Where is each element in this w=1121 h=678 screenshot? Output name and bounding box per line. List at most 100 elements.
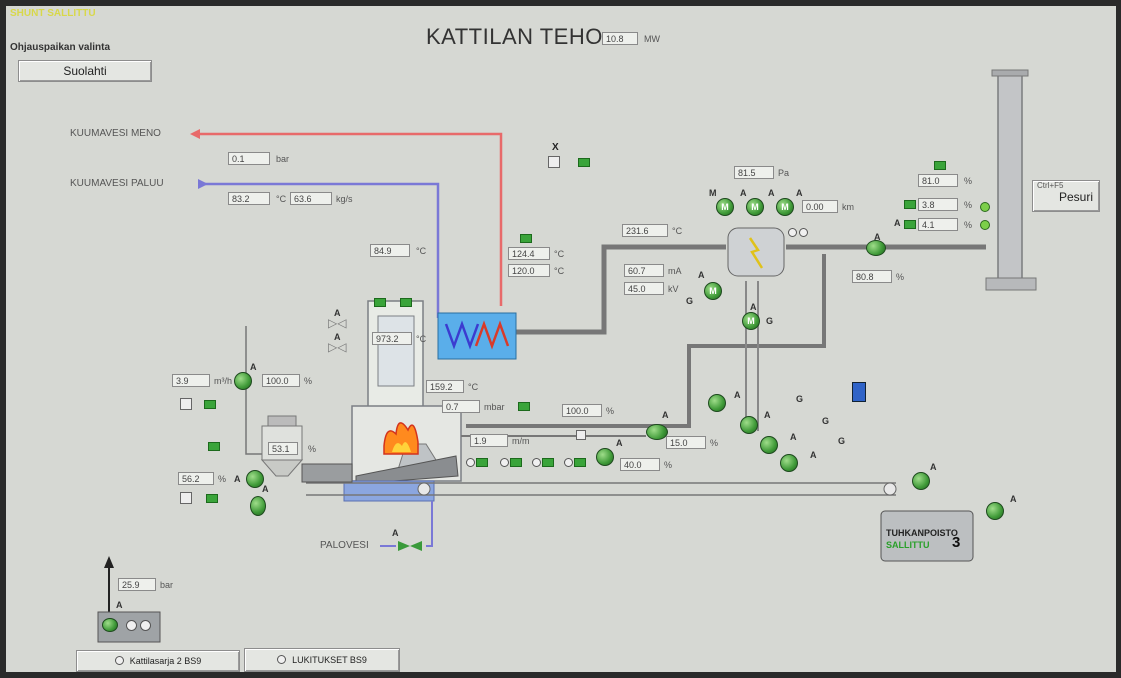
fan3-unit: % [664,460,673,470]
silo-cone [260,459,304,477]
label-g: G [686,296,694,306]
flow-unit: kg/s [336,194,353,204]
ash-removal-motor[interactable] [986,502,1004,520]
process-diagram [97,69,1037,643]
label-a: A [768,188,775,198]
grate-speed-value: 1.9 [470,434,508,447]
fuel-feeder [301,463,353,483]
secondary-air-unit: % [606,406,615,416]
status-indicator [904,220,916,229]
flue-damper[interactable] [866,240,886,256]
air-valve-1[interactable]: ▷◁ [328,316,347,330]
label-g: G [822,416,830,426]
label-a: A [764,410,771,420]
fan-motor-3[interactable]: M [776,198,794,216]
water-basin [343,480,435,502]
fuel-checkbox[interactable] [180,398,192,410]
air-valve-2[interactable]: ▷◁ [328,340,347,354]
feeder-motor-2[interactable] [250,496,266,516]
hx-coil-blue [444,320,480,350]
stack-unit-2: % [964,200,973,210]
pesuri-button[interactable]: Ctrl+F5 Pesuri [1032,180,1100,212]
interlocks-button[interactable]: LUKITUKSET BS9 [244,648,400,672]
gas-temp-value: 231.6 [622,224,668,237]
label-a: A [740,188,747,198]
label-g: G [796,394,804,404]
return-temp-unit: °C [276,194,287,204]
feed-pump-motor[interactable] [102,618,118,632]
label-a: A [250,362,257,372]
chimney-cap [991,69,1029,77]
fan3-value: 40.0 [620,458,660,471]
status-indicator [204,400,216,409]
hx-out-temp-2: 120.0 [508,264,550,277]
flue-duct-1 [516,244,726,335]
fan-motor-2[interactable]: M [746,198,764,216]
fuel-flow-value: 3.9 [172,374,210,387]
label-a: A [810,450,817,460]
motor-current-unit: mA [668,266,682,276]
control-location-button[interactable]: Suolahti [18,60,152,82]
stack-unit-3: % [964,220,973,230]
fan-speed-value: 81.5 [734,166,774,179]
ash-removal-status: SALLITTU [886,540,930,550]
palovesi-valve-left [398,541,410,551]
valve-checkbox[interactable] [548,156,560,168]
level-sensor [852,382,866,402]
label-a: A [894,218,901,228]
primary-air-fan[interactable] [596,448,614,466]
pesuri-label: Pesuri [1058,190,1093,204]
status-indicator [542,458,554,467]
chimney-base [985,277,1037,291]
label-a: A [930,462,937,472]
palovesi-valve-right [410,541,422,551]
silo-level-value: 53.1 [268,442,298,455]
boiler-inner [377,315,415,387]
bottom-conveyor-motor[interactable] [912,472,930,490]
esp-unit [727,227,785,277]
status-ring [564,458,573,467]
damper-value: 80.8 [852,270,892,283]
palovesi-label: PALOVESI [320,540,369,551]
stack-value-1: 81.0 [918,174,958,187]
return-pipe [201,182,440,318]
gas-temp-unit: °C [672,226,683,236]
label-a: A [334,308,341,318]
air-damper-checkbox[interactable] [576,430,586,440]
ash-conveyor-motor-4[interactable] [780,454,798,472]
label-a: A [698,270,705,280]
label-a: A [334,332,341,342]
ash-removal-box [880,510,974,562]
status-indicator [208,442,220,451]
label-a: A [874,232,881,242]
ash-conveyor-motor-2[interactable] [740,416,758,434]
fan-speed-unit: Pa [778,168,790,178]
secondary-air-fan[interactable] [646,424,668,440]
pump-ring-2 [140,620,151,631]
fuel-valve[interactable] [234,372,252,390]
ash-conveyor-motor-1[interactable] [708,394,726,412]
supply-arrow [190,129,200,139]
status-indicator [374,298,386,307]
boiler-series-button[interactable]: Kattilasarja 2 BS9 [76,650,240,672]
pre-temp-value: 84.9 [370,244,410,257]
pump-ring-1 [126,620,137,631]
stack-value-3: 4.1 [918,218,958,231]
hx-temp-unit-1: °C [554,249,565,259]
feeder-checkbox[interactable] [180,492,192,504]
esp-rapper-motor[interactable]: M [742,312,760,330]
label-a: A [790,432,797,442]
status-indicator [518,402,530,411]
return-label: KUUMAVESI PALUU [70,178,164,189]
label-m: M [709,188,717,198]
damper-unit: % [896,272,905,282]
stack-indicator-1 [980,202,990,212]
conveyor-pulley-2 [883,482,897,496]
pesuri-shortcut: Ctrl+F5 [1037,181,1064,190]
secondary-temp-unit: °C [468,382,479,392]
grate-speed-unit: m/m [512,436,530,446]
ash-conveyor-motor-3[interactable] [760,436,778,454]
fan-motor-1[interactable]: M [716,198,734,216]
esp-motor[interactable]: M [704,282,722,300]
feeder-motor[interactable] [246,470,264,488]
